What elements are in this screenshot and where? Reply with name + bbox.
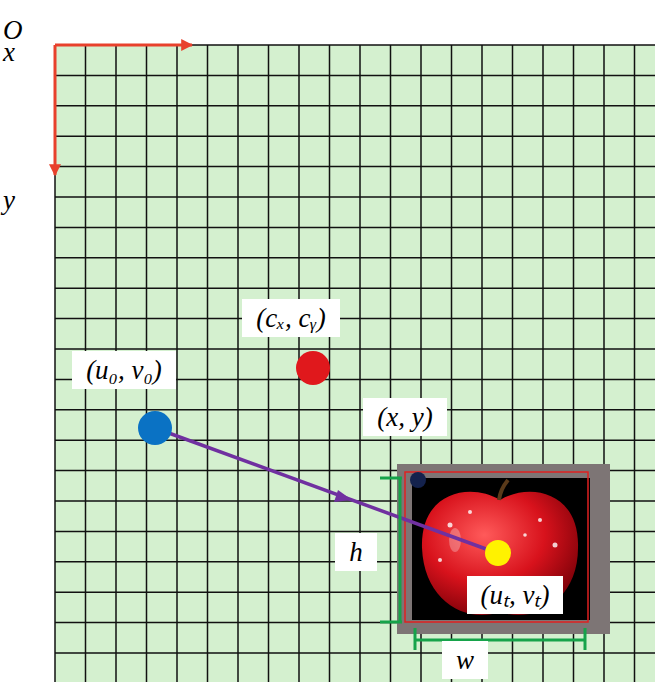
grid-line: [268, 45, 270, 682]
start-dot: [138, 411, 172, 445]
grid-line: [55, 166, 655, 168]
point-label: (x, y): [363, 398, 446, 436]
corner-dot: [410, 472, 426, 488]
grid-line: [55, 135, 655, 137]
axis-label: x: [3, 36, 655, 68]
label-text: (u₀, v₀): [86, 354, 162, 386]
label-text: h: [349, 536, 363, 568]
y-axis-arrow: [54, 45, 57, 175]
apple-photo-ground: [412, 478, 590, 620]
grid-line: [390, 45, 392, 682]
label-text: (x, y): [377, 401, 432, 433]
target-dot: [485, 540, 511, 566]
point-label: (cₓ, cᵧ): [242, 299, 339, 337]
grid-line: [55, 348, 655, 350]
center-dot: [296, 351, 330, 385]
grid-line: [55, 44, 655, 46]
trajectory-arrowhead: [334, 490, 352, 502]
axis-label: y: [3, 184, 655, 216]
grid-line: [55, 227, 655, 229]
grid-line: [237, 45, 239, 682]
dimension-label: h: [335, 533, 377, 571]
grid-lines: [55, 45, 655, 682]
grid-line: [359, 45, 361, 682]
grid-line: [55, 409, 655, 411]
grid-line: [55, 196, 655, 198]
grid-line: [176, 45, 178, 682]
label-text: w: [456, 644, 474, 676]
grid-ground: [55, 45, 655, 682]
x-axis-arrow: [55, 44, 192, 47]
width-bracket: [415, 628, 585, 650]
grid-line: [54, 45, 56, 682]
grid-line: [55, 287, 655, 289]
point-label: (u₀, v₀): [72, 351, 176, 389]
apple-stem: [499, 480, 508, 500]
grid-line: [55, 257, 655, 259]
bbox-frame: [397, 464, 610, 634]
grid-line: [55, 75, 655, 77]
grid-line: [207, 45, 209, 682]
point-label: (uₜ, vₜ): [467, 576, 564, 614]
grid-line: [634, 45, 636, 682]
label-text: (uₜ, vₜ): [481, 579, 550, 611]
apple: [422, 492, 578, 615]
dimension-label: w: [442, 641, 488, 679]
grid-line: [55, 318, 655, 320]
grid-line: [55, 105, 655, 107]
origin-label: O: [3, 14, 655, 46]
trajectory-line: [155, 428, 486, 549]
grid-line: [55, 652, 655, 654]
height-bracket: [380, 478, 402, 622]
label-text: (cₓ, cᵧ): [256, 302, 325, 334]
bbox-outline: [405, 472, 588, 622]
